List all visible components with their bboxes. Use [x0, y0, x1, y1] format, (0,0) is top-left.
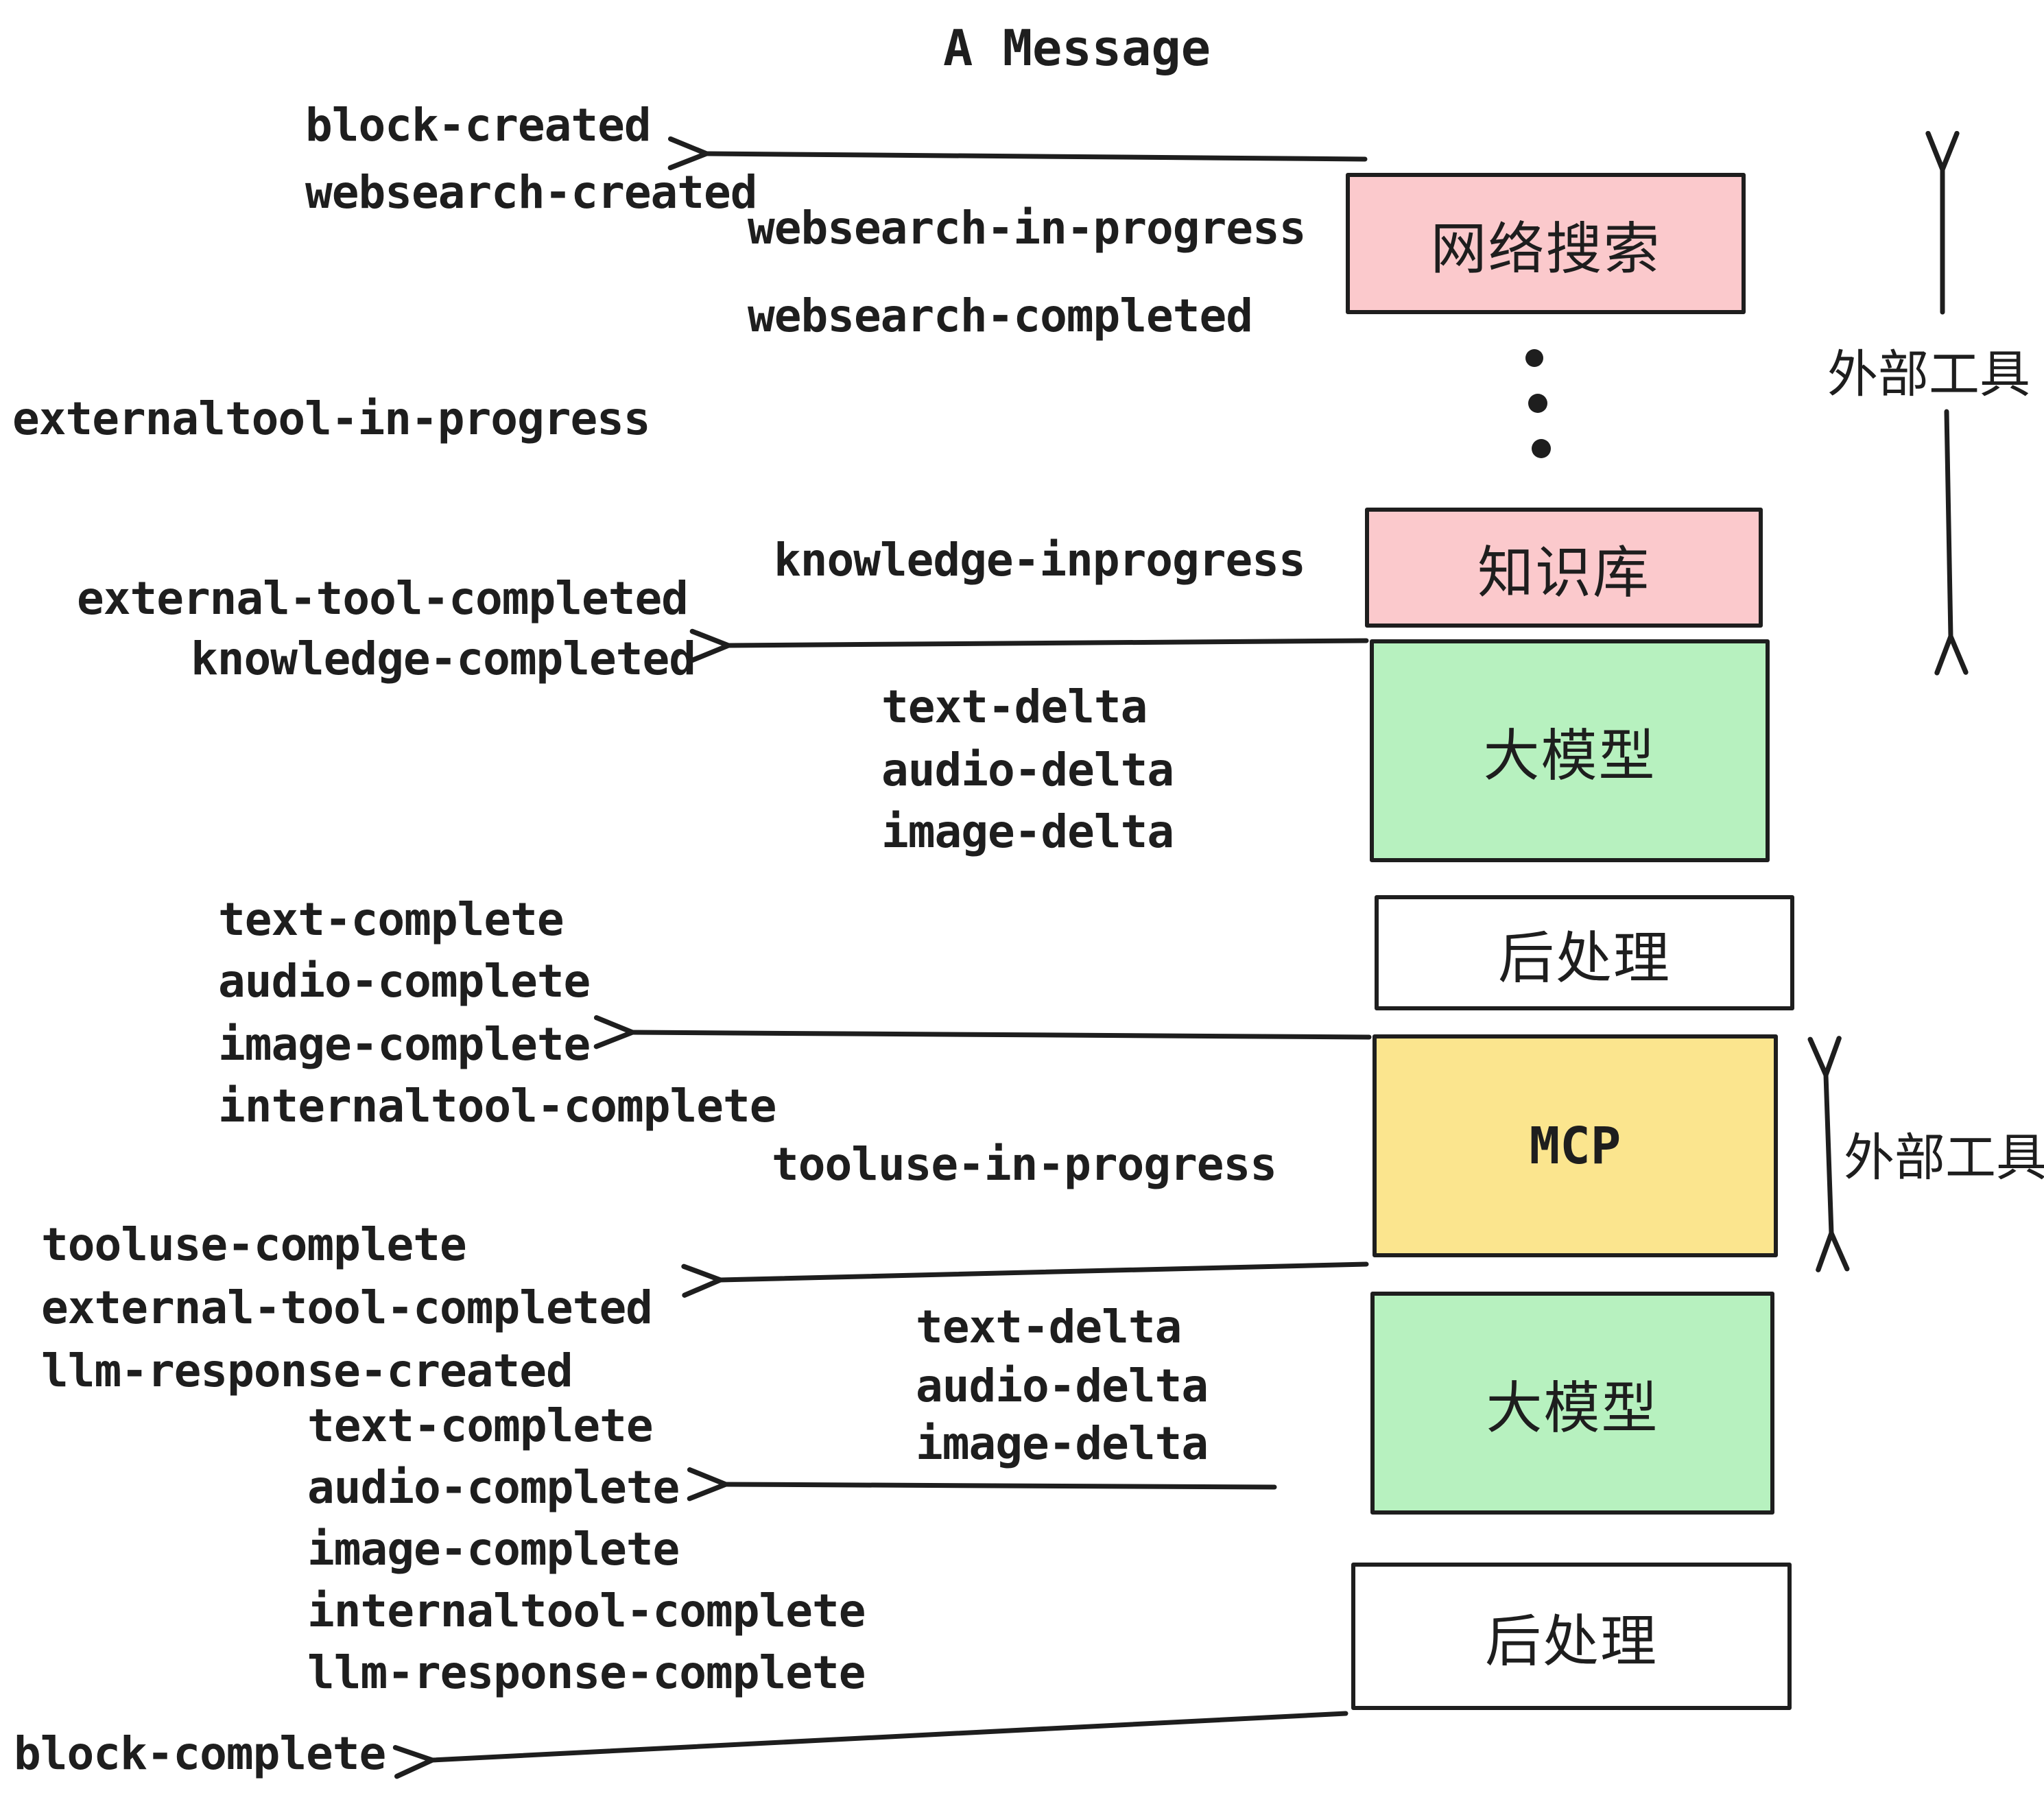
event-image-delta: image-delta: [881, 805, 1174, 858]
node-mcp-label: MCP: [1529, 1116, 1621, 1176]
ellipsis-dots: [1525, 349, 1551, 458]
arrow-knowledge-to-completed-events: [689, 628, 1369, 663]
event-internaltool-complete: internaltool-complete: [218, 1080, 776, 1132]
event-image-delta-2: image-delta: [916, 1417, 1209, 1470]
event-audio-delta: audio-delta: [881, 744, 1174, 796]
arrow-llm2-to-complete-events: [687, 1467, 1277, 1502]
event-text-delta-2: text-delta: [916, 1301, 1182, 1353]
node-llm-1: 大模型: [1370, 639, 1770, 862]
event-block-created: block-created: [305, 99, 652, 152]
event-externaltool-in-progress: externaltool-in-progress: [12, 392, 651, 445]
event-llm-response-created: llm-response-created: [41, 1344, 573, 1397]
event-audio-complete: audio-complete: [218, 955, 591, 1008]
node-llm-2-label: 大模型: [1486, 1376, 1659, 1441]
event-image-complete-2: image-complete: [307, 1523, 680, 1576]
event-llm-response-complete: llm-response-complete: [307, 1646, 866, 1699]
arrow-mcp-to-tooluse-events: [681, 1261, 1369, 1298]
node-llm-2: 大模型: [1370, 1292, 1774, 1515]
event-text-delta: text-delta: [881, 680, 1148, 733]
node-post-process-1-label: 后处理: [1497, 925, 1671, 991]
external-tools-span-arrow-down: [1934, 409, 1969, 676]
event-audio-delta-2: audio-delta: [916, 1360, 1209, 1412]
event-external-tool-completed-2: external-tool-completed: [41, 1281, 653, 1334]
node-knowledge-base: 知识库: [1365, 508, 1763, 628]
event-audio-complete-2: audio-complete: [307, 1461, 680, 1514]
node-post-process-1: 后处理: [1375, 895, 1794, 1010]
node-mcp: MCP: [1372, 1034, 1778, 1257]
event-websearch-completed: websearch-completed: [748, 289, 1253, 342]
node-knowledge-base-label: 知识库: [1477, 541, 1650, 606]
event-websearch-in-progress: websearch-in-progress: [748, 202, 1306, 254]
event-internaltool-complete-2: internaltool-complete: [307, 1585, 866, 1637]
node-post-process-2-label: 后处理: [1484, 1609, 1658, 1674]
event-text-complete: text-complete: [218, 893, 565, 946]
event-text-complete-2: text-complete: [307, 1399, 654, 1452]
external-tools-label-1: 外部工具: [1827, 345, 2030, 404]
node-post-process-2: 后处理: [1351, 1563, 1792, 1710]
arrow-websearch-to-created-events: [667, 136, 1368, 171]
event-knowledge-inprogress: knowledge-inprogress: [774, 534, 1306, 586]
event-tooluse-in-progress: tooluse-in-progress: [772, 1138, 1277, 1191]
page-title: A Message: [943, 19, 1211, 77]
arrow-postprocess-to-complete-events: [593, 1014, 1372, 1049]
event-image-complete: image-complete: [218, 1018, 591, 1071]
external-tools-label-2: 外部工具: [1844, 1128, 2044, 1187]
node-web-search-label: 网络搜索: [1430, 216, 1661, 282]
event-external-tool-completed: external-tool-completed: [77, 572, 689, 625]
event-websearch-created: websearch-created: [305, 166, 758, 219]
node-llm-1-label: 大模型: [1483, 724, 1656, 789]
event-knowledge-completed: knowledge-completed: [191, 632, 696, 685]
node-web-search: 网络搜索: [1346, 173, 1746, 314]
arrow-postprocess2-to-block-complete: [392, 1711, 1348, 1779]
external-tools-span-arrow-mcp: [1807, 1036, 1850, 1272]
event-block-complete: block-complete: [14, 1727, 386, 1780]
event-tooluse-complete: tooluse-complete: [41, 1218, 467, 1271]
